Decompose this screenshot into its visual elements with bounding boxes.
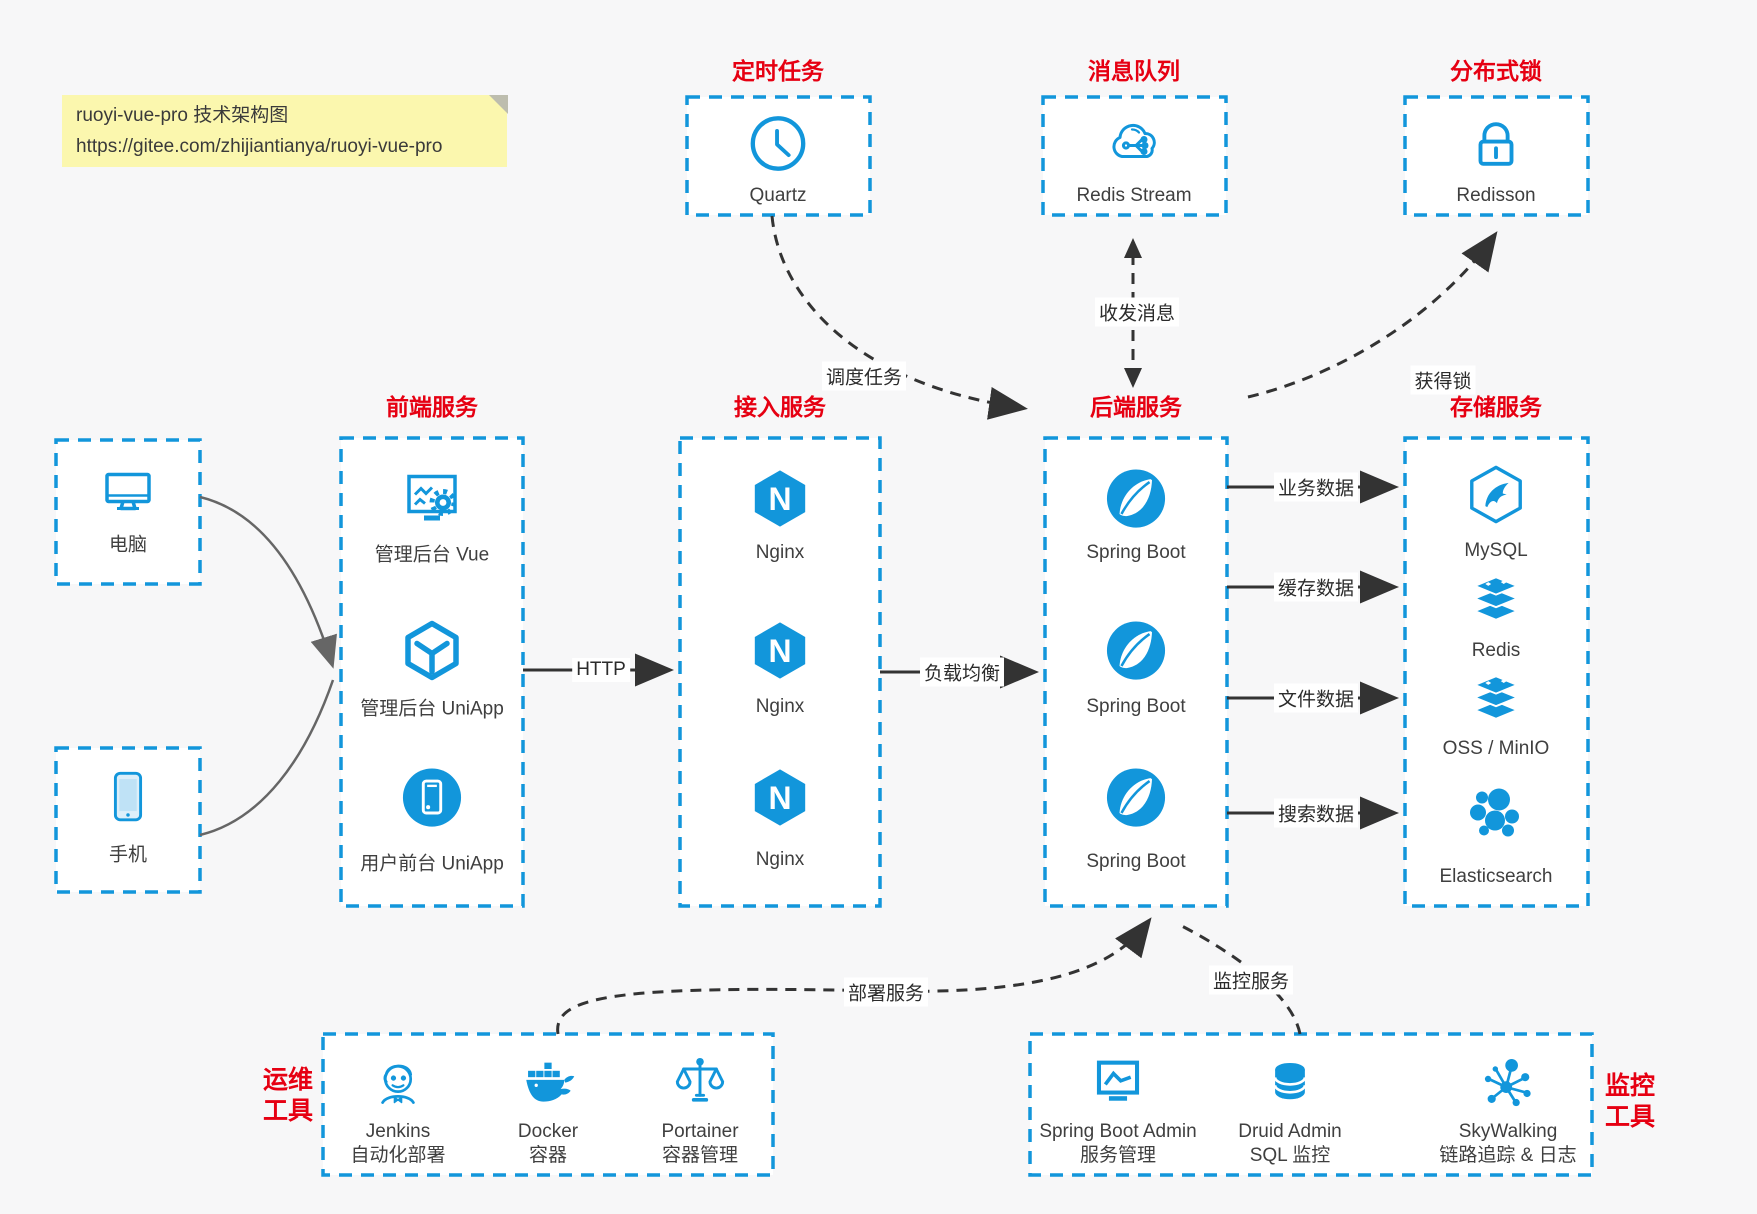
sba-name: Spring Boot Admin bbox=[1039, 1121, 1197, 1142]
item-label-redis-stream: Redis Stream bbox=[1076, 185, 1192, 206]
portainer-name: Portainer bbox=[661, 1121, 739, 1142]
item-label-springboot-1: Spring Boot bbox=[1086, 542, 1186, 563]
skywalking-sub: 链路追踪 & 日志 bbox=[1439, 1145, 1577, 1166]
desktop-icon bbox=[96, 462, 160, 531]
title-gateway: 接入服务 bbox=[734, 394, 826, 420]
item-label-admin-vue: 管理后台 Vue bbox=[374, 544, 490, 566]
edge-label-http: HTTP bbox=[572, 658, 630, 682]
item-label-nginx-1: Nginx bbox=[755, 542, 805, 563]
elasticsearch-icon bbox=[1464, 783, 1528, 848]
item-label-portainer: Portainer 容器管理 bbox=[661, 1120, 738, 1168]
item-label-user-uniapp: 用户前台 UniApp bbox=[360, 853, 504, 875]
nginx-icon: N bbox=[749, 468, 811, 535]
item-label-spring-boot-admin: Spring Boot Admin 服务管理 bbox=[1039, 1120, 1196, 1168]
edge-label-load-balance: 负载均衡 bbox=[919, 657, 1005, 687]
note-fold-corner bbox=[489, 95, 508, 114]
title-distributed-lock: 分布式锁 bbox=[1450, 58, 1542, 84]
uniapp-cube-icon bbox=[400, 619, 464, 688]
item-label-redis: Redis bbox=[1471, 640, 1521, 661]
edge-send-receive-arrowheads bbox=[1124, 238, 1142, 388]
user-app-icon bbox=[401, 767, 463, 834]
spring-boot-icon bbox=[1105, 620, 1167, 687]
admin-vue-icon bbox=[400, 467, 464, 536]
item-label-oss-minio: OSS / MinIO bbox=[1442, 738, 1550, 759]
edge-label-cache-data: 缓存数据 bbox=[1273, 572, 1359, 602]
monitoring-tools-box bbox=[1028, 1032, 1594, 1177]
druid-name: Druid Admin bbox=[1238, 1121, 1342, 1142]
edge-label-deploy-service: 部署服务 bbox=[843, 977, 929, 1007]
title-frontend: 前端服务 bbox=[386, 394, 478, 420]
item-label-springboot-2: Spring Boot bbox=[1086, 696, 1186, 717]
pc-client-box bbox=[54, 438, 202, 586]
title-storage: 存储服务 bbox=[1450, 394, 1542, 420]
note-url: https://gitee.com/zhijiantianya/ruoyi-vu… bbox=[76, 136, 443, 157]
oss-stack-icon bbox=[1465, 669, 1527, 732]
spring-boot-admin-icon bbox=[1089, 1055, 1147, 1118]
svg-text:N: N bbox=[768, 481, 791, 517]
edge-label-file-data: 文件数据 bbox=[1273, 683, 1359, 713]
item-label-skywalking: SkyWalking 链路追踪 & 日志 bbox=[1439, 1120, 1576, 1168]
clock-icon bbox=[747, 113, 809, 180]
mysql-icon bbox=[1465, 464, 1527, 531]
item-label-nginx-3: Nginx bbox=[755, 849, 805, 870]
client-label-pc: 电脑 bbox=[108, 534, 148, 556]
item-label-jenkins: Jenkins 自动化部署 bbox=[350, 1120, 445, 1168]
svg-text:N: N bbox=[768, 780, 791, 816]
sticky-note: ruoyi-vue-pro 技术架构图 https://gitee.com/zh… bbox=[62, 95, 507, 167]
druid-icon bbox=[1262, 1055, 1318, 1118]
jenkins-icon bbox=[369, 1055, 427, 1118]
item-label-springboot-3: Spring Boot bbox=[1086, 851, 1186, 872]
side-label-monitoring: 监控 工具 bbox=[1604, 1072, 1656, 1131]
edge-label-send-receive: 收发消息 bbox=[1094, 297, 1180, 327]
nginx-icon: N bbox=[749, 620, 811, 687]
ops-tools-box bbox=[321, 1032, 775, 1177]
title-backend: 后端服务 bbox=[1090, 394, 1182, 420]
item-label-mysql: MySQL bbox=[1464, 540, 1528, 561]
docker-sub: 容器 bbox=[528, 1145, 567, 1166]
item-label-nginx-2: Nginx bbox=[755, 696, 805, 717]
cloud-network-icon bbox=[1102, 112, 1166, 181]
portainer-icon bbox=[671, 1055, 729, 1118]
item-label-quartz: Quartz bbox=[749, 185, 807, 206]
skywalking-name: SkyWalking bbox=[1458, 1121, 1558, 1142]
note-title: ruoyi-vue-pro 技术架构图 bbox=[76, 105, 289, 126]
edge-clients-to-frontend bbox=[199, 495, 337, 837]
jenkins-name: Jenkins bbox=[365, 1121, 431, 1142]
portainer-sub: 容器管理 bbox=[661, 1145, 739, 1166]
docker-name: Docker bbox=[517, 1121, 579, 1142]
svg-text:N: N bbox=[768, 633, 791, 669]
edge-label-search-data: 搜索数据 bbox=[1273, 798, 1359, 828]
nginx-icon: N bbox=[749, 767, 811, 834]
side-label-ops: 运维 工具 bbox=[262, 1066, 314, 1125]
spring-boot-icon bbox=[1105, 767, 1167, 834]
title-scheduled-task: 定时任务 bbox=[732, 58, 824, 84]
item-label-admin-uniapp: 管理后台 UniApp bbox=[360, 698, 504, 720]
edge-label-acquire-lock: 获得锁 bbox=[1410, 365, 1476, 395]
title-message-queue: 消息队列 bbox=[1088, 58, 1180, 84]
skywalking-icon bbox=[1479, 1055, 1537, 1118]
edge-label-monitor-service: 监控服务 bbox=[1208, 965, 1294, 995]
client-label-phone: 手机 bbox=[108, 844, 148, 866]
smartphone-icon bbox=[97, 767, 159, 834]
spring-boot-icon bbox=[1105, 468, 1167, 535]
lock-icon bbox=[1465, 113, 1527, 180]
jenkins-sub: 自动化部署 bbox=[350, 1145, 446, 1166]
item-label-elasticsearch: Elasticsearch bbox=[1439, 866, 1553, 887]
druid-sub: SQL 监控 bbox=[1249, 1145, 1331, 1166]
edge-schedule-task bbox=[770, 215, 1028, 420]
item-label-docker: Docker 容器 bbox=[518, 1120, 578, 1168]
item-label-redisson: Redisson bbox=[1456, 185, 1536, 206]
docker-icon bbox=[518, 1055, 578, 1118]
sba-sub: 服务管理 bbox=[1079, 1145, 1156, 1166]
edge-label-schedule-task: 调度任务 bbox=[821, 361, 907, 391]
redis-stack-icon bbox=[1465, 570, 1527, 633]
edge-label-business-data: 业务数据 bbox=[1273, 472, 1359, 502]
item-label-druid: Druid Admin SQL 监控 bbox=[1238, 1120, 1342, 1168]
